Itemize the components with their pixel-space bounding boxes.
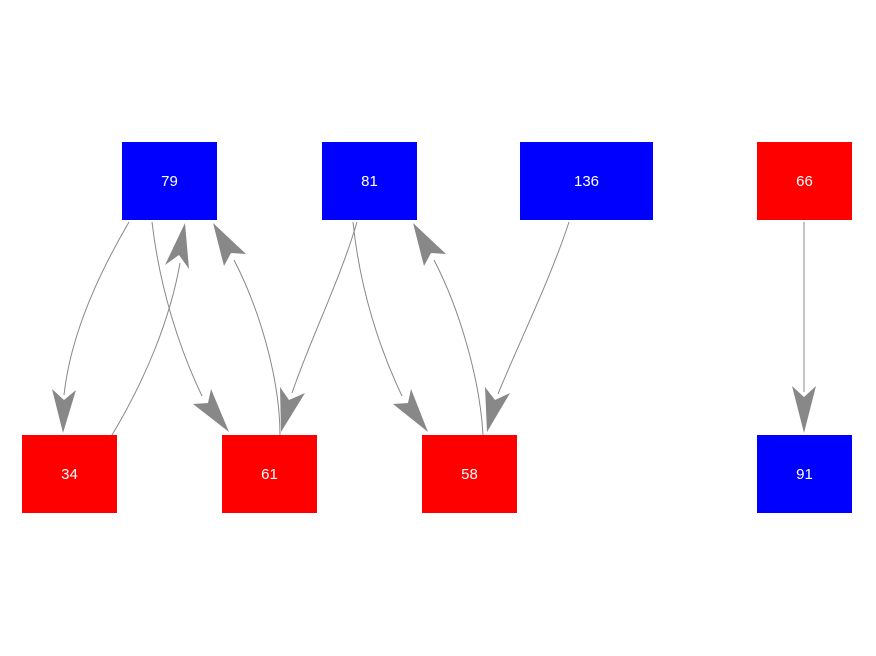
node-79-label: 79 <box>161 172 178 190</box>
edge-81-to-58 <box>352 221 428 432</box>
edge-79-to-34 <box>52 221 130 433</box>
node-91[interactable]: 91 <box>757 435 852 513</box>
node-34[interactable]: 34 <box>22 435 117 513</box>
edge-79-to-61 <box>151 221 229 432</box>
node-66[interactable]: 66 <box>757 142 852 220</box>
edge-136-to-58 <box>485 221 570 432</box>
node-58-label: 58 <box>461 465 478 483</box>
node-61-label: 61 <box>261 465 278 483</box>
edge-34-to-79 <box>111 223 189 436</box>
edge-58-to-81 <box>413 223 484 436</box>
edge-61-to-79 <box>213 223 281 436</box>
node-136-label: 136 <box>573 172 600 190</box>
node-91-label: 91 <box>796 465 813 483</box>
node-58[interactable]: 58 <box>422 435 517 513</box>
node-34-label: 34 <box>61 465 78 483</box>
edge-66-to-91 <box>792 222 816 433</box>
node-66-label: 66 <box>796 172 813 190</box>
node-81[interactable]: 81 <box>322 142 417 220</box>
node-61[interactable]: 61 <box>222 435 317 513</box>
node-79[interactable]: 79 <box>122 142 217 220</box>
node-81-label: 81 <box>361 172 378 190</box>
edge-81-to-61 <box>280 221 358 432</box>
node-136[interactable]: 136 <box>520 142 653 220</box>
